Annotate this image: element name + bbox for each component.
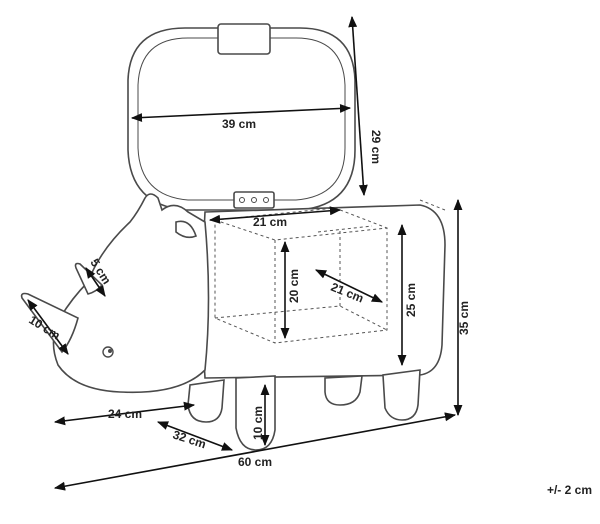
leg-back-left xyxy=(187,379,225,423)
label-lid-width: 39 cm xyxy=(222,117,256,131)
arrow-total-length xyxy=(53,412,457,491)
arrow-lid-height xyxy=(348,15,368,197)
head xyxy=(20,193,210,394)
tolerance-note: +/- 2 cm xyxy=(546,483,592,497)
leg-back-right xyxy=(324,375,363,406)
label-leg-height: 10 cm xyxy=(251,406,265,440)
label-total-height: 35 cm xyxy=(457,301,471,335)
arrow-horn-front xyxy=(27,299,69,355)
dimension-lines xyxy=(27,15,463,491)
label-lid-height: 29 cm xyxy=(369,130,383,164)
label-storage-width: 21 cm xyxy=(253,215,287,229)
label-seat-height: 25 cm xyxy=(404,283,418,317)
label-storage-height: 20 cm xyxy=(287,269,301,303)
lid-handle xyxy=(217,23,271,55)
arrow-storage-depth xyxy=(314,269,384,303)
ear xyxy=(175,220,197,239)
arrow-horn-back xyxy=(85,267,106,297)
leg-front-right xyxy=(382,369,421,421)
label-body-width: 32 cm xyxy=(171,428,208,452)
arrow-storage-width xyxy=(208,206,342,224)
arrow-lid-width xyxy=(130,103,352,123)
body xyxy=(187,204,446,451)
label-head-length: 24 cm xyxy=(108,407,142,421)
label-total-length: 60 cm xyxy=(238,455,272,469)
